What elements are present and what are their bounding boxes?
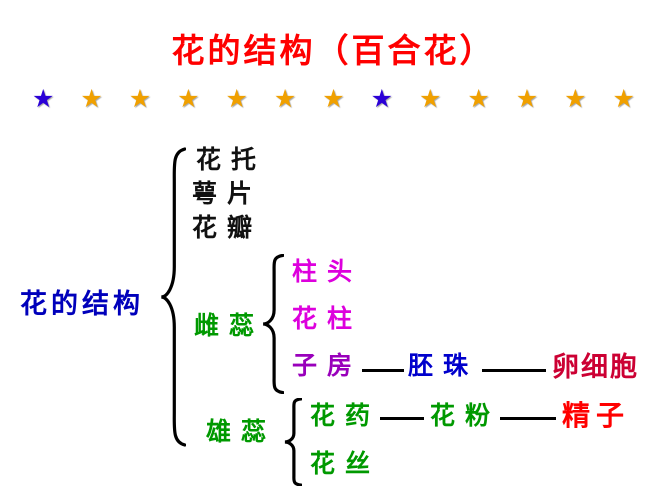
tree-item-ovary: 子房 (292, 351, 363, 380)
tree-item-pollen: 花粉 (430, 401, 501, 430)
star-gold-icon: ★ (177, 84, 200, 113)
star-gold-icon: ★ (273, 84, 297, 113)
tree-item-sperm: 精子 (562, 399, 631, 432)
star-gold-icon: ★ (322, 84, 345, 113)
root-label: 花的结构 (20, 289, 144, 320)
connector-ovary-ovule (362, 369, 404, 372)
tree-item-style: 花柱 (292, 304, 363, 333)
stamen-brace (284, 398, 302, 486)
connector-pollen-sperm (500, 417, 556, 420)
connector-anther-pollen (380, 417, 424, 420)
tree-item-anther: 花药 (310, 401, 381, 430)
page-title: 花的结构（百合花） (171, 31, 496, 70)
star-blue-icon: ★ (370, 84, 394, 113)
star-gold-icon: ★ (515, 84, 539, 113)
star-gold-icon: ★ (467, 84, 490, 113)
star-gold-icon: ★ (128, 84, 152, 113)
tree-item-sepal: 萼片 (192, 179, 263, 208)
tree-item-egg-cell: 卵细胞 (552, 352, 639, 383)
tree-item-stigma: 柱头 (292, 257, 363, 286)
tree-item-petal: 花瓣 (192, 213, 263, 242)
main-brace (160, 146, 186, 448)
connector-ovule-egg (482, 369, 546, 372)
star-gold-icon: ★ (225, 84, 248, 113)
star-gold-icon: ★ (80, 84, 103, 113)
star-divider: ★ ★ ★ ★ ★ ★ ★ ★ ★ ★ ★ ★ ★ (32, 86, 635, 111)
star-blue-icon: ★ (32, 84, 55, 113)
tree-item-receptacle: 花托 (196, 145, 267, 174)
tree-item-filament: 花丝 (310, 449, 381, 478)
tree-item-ovule: 胚珠 (408, 351, 479, 380)
pistil-brace (262, 254, 284, 394)
star-gold-icon: ★ (564, 84, 587, 113)
tree-item-stamen: 雄蕊 (206, 417, 277, 446)
star-gold-icon: ★ (419, 84, 442, 113)
star-gold-icon: ★ (612, 84, 635, 113)
tree-item-pistil: 雌蕊 (194, 311, 265, 340)
